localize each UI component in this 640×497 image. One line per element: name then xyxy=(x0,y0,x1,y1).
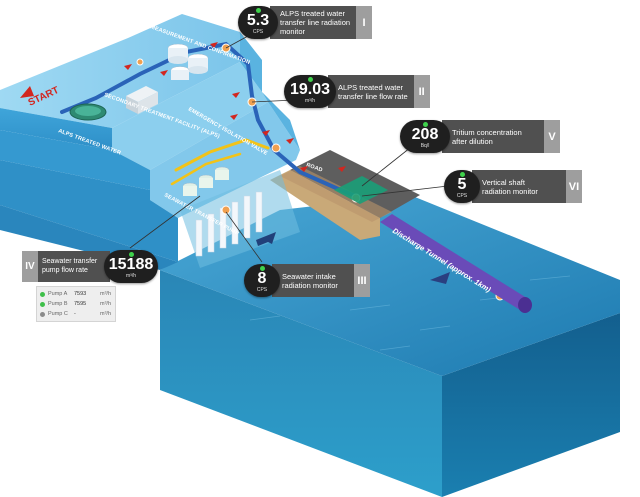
monitor-IV-badge[interactable]: 15188 m³/h xyxy=(104,250,158,283)
land-tier-1-top xyxy=(0,14,240,128)
monitor-IV-unit: m³/h xyxy=(126,273,136,279)
storage-tanks xyxy=(167,43,230,196)
monitor-III-badge: 8 CPS xyxy=(244,264,280,297)
monitor-IV-description[interactable]: IV Seawater transfer pump flow rate xyxy=(22,251,110,282)
discharge-tunnel xyxy=(380,214,532,313)
monitor-IV-value: 15188 xyxy=(108,256,154,273)
monitor-V-roman: V xyxy=(544,120,560,153)
status-dot-icon xyxy=(459,172,465,177)
monitor-I-description: ALPS treated water transfer line radiati… xyxy=(270,6,357,39)
pump-name: Pump A xyxy=(48,291,68,297)
monitor-V-description: Tritium concentration after dilution xyxy=(442,120,544,153)
monitor-II-roman: II xyxy=(413,75,430,108)
monitor-V-badge: 208 Bq/l xyxy=(400,120,450,153)
status-dot-icon xyxy=(128,252,134,257)
monitor-III-unit: CPS xyxy=(256,287,268,293)
monitor-I-label-line1: ALPS treated water xyxy=(280,9,346,18)
monitor-V-label-line1: Tritium concentration xyxy=(452,127,522,137)
pump-unit: m³/h xyxy=(100,291,111,297)
monitor-I-unit: CPS xyxy=(252,29,264,35)
seawall-beige xyxy=(270,170,380,240)
monitor-II-badge: 19.03 m³/h xyxy=(284,75,336,108)
pump-value: 7595 xyxy=(74,301,87,307)
land-tier-2-top xyxy=(112,62,268,170)
pump-value: 7593 xyxy=(74,291,87,297)
monitor-I-callout[interactable]: 5.3 CPS ALPS treated water transfer line… xyxy=(238,6,373,39)
pipe-network xyxy=(60,41,362,200)
monitor-V-unit: Bq/l xyxy=(420,143,430,149)
monitor-II-label-line2: transfer line flow rate xyxy=(338,91,408,101)
monitor-I-label-line3: monitor xyxy=(280,27,306,36)
monitor-I-label-line2: transfer line radiation xyxy=(280,18,351,27)
status-dot-icon xyxy=(422,122,428,127)
monitor-IV-label-line2: pump flow rate xyxy=(42,267,88,274)
monitor-II-callout[interactable]: 19.03 m³/h ALPS treated water transfer l… xyxy=(284,75,430,108)
monitor-VI-badge: 5 CPS xyxy=(444,170,480,203)
monitor-III-value: 8 xyxy=(257,270,267,287)
monitor-III-description: Seawater intake radiation monitor xyxy=(272,264,354,297)
pump-status-dot-icon xyxy=(40,311,45,317)
vertical-shaft xyxy=(334,176,388,204)
monitor-VI-label-line1: Vertical shaft xyxy=(482,177,525,187)
monitor-VI-value: 5 xyxy=(457,176,467,193)
monitor-I-value: 5.3 xyxy=(246,12,270,29)
intake-arrow xyxy=(256,232,276,246)
pump-row: Pump A 7593 m³/h xyxy=(40,289,112,299)
pump-unit: m³/h xyxy=(100,301,111,307)
monitor-II-description: ALPS treated water transfer line flow ra… xyxy=(328,75,414,108)
monitor-VI-label-line2: radiation monitor xyxy=(482,186,538,196)
pump-status-dot-icon xyxy=(40,291,45,297)
pump-value: - xyxy=(74,311,76,317)
pump-status-dot-icon xyxy=(40,301,45,307)
pump-unit: m³/h xyxy=(100,311,111,317)
land-tier-3-side xyxy=(0,160,178,262)
status-dot-icon xyxy=(307,77,313,82)
flow-arrows xyxy=(20,42,346,172)
monitor-II-unit: m³/h xyxy=(305,98,315,104)
pump-name: Pump B xyxy=(48,301,68,307)
monitor-VI-roman: VI xyxy=(566,170,582,203)
intake-columns xyxy=(195,191,263,257)
monitor-I-badge: 5.3 CPS xyxy=(238,6,278,39)
monitor-III-label-line1: Seawater intake xyxy=(282,271,336,281)
pump-name: Pump C xyxy=(48,311,68,317)
seawall-top-edge xyxy=(280,166,392,222)
pump-flow-table: Pump A 7593 m³/h Pump B 7595 m³/h Pump C… xyxy=(36,286,116,322)
monitor-I-roman: I xyxy=(356,6,373,39)
land-step-edge-1 xyxy=(240,32,262,92)
pump-row: Pump C - m³/h xyxy=(40,309,112,319)
status-dot-icon xyxy=(259,266,265,271)
monitor-V-value: 208 xyxy=(411,126,439,143)
monitor-III-roman: III xyxy=(354,264,370,297)
monitor-VI-description: Vertical shaft radiation monitor xyxy=(472,170,566,203)
status-dot-icon xyxy=(255,8,261,13)
road-label: ROAD xyxy=(305,162,323,173)
land-tier-2-side xyxy=(0,130,150,190)
monitor-IV-roman: IV xyxy=(22,251,38,282)
monitor-V-callout[interactable]: 208 Bq/l Tritium concentration after dil… xyxy=(400,120,560,153)
land-step-edge-2 xyxy=(262,92,300,150)
land-tier-1-side xyxy=(0,108,112,150)
monitor-IV-label-line1: Seawater transfer xyxy=(42,258,98,265)
monitor-VI-callout[interactable]: 5 CPS Vertical shaft radiation monitor V… xyxy=(444,170,582,203)
monitor-VI-unit: CPS xyxy=(456,193,468,199)
monitor-V-label-line2: after dilution xyxy=(452,136,493,146)
pump-row: Pump B 7595 m³/h xyxy=(40,299,112,309)
monitor-II-value: 19.03 xyxy=(289,81,331,98)
monitor-II-label-line1: ALPS treated water xyxy=(338,82,404,92)
monitor-III-callout[interactable]: 8 CPS Seawater intake radiation monitor … xyxy=(244,264,370,297)
ocean-right-face xyxy=(442,313,620,497)
alps-facility xyxy=(69,86,158,121)
ocean-front-face xyxy=(160,270,442,497)
monitor-III-label-line2: radiation monitor xyxy=(282,280,338,290)
